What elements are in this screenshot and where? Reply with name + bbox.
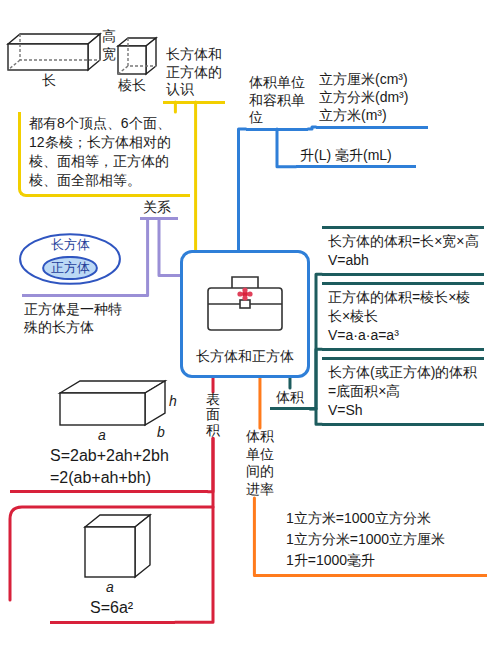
branch-topic: 体积单位间的进率 — [246, 428, 274, 498]
branch-connector — [212, 378, 215, 392]
node-text: 长方体和正方体 — [196, 347, 294, 365]
branch-connector — [254, 498, 282, 576]
set-ellipse: 正方体 — [42, 256, 98, 280]
node-text: V=a·a·a=a³ — [328, 326, 480, 345]
formula-box: 正方体的体积=棱长×棱长×棱长V=a·a·a=a³ — [322, 282, 484, 351]
branch-connector — [308, 127, 316, 129]
branch-connector — [310, 409, 322, 424]
dimension-label: a — [98, 427, 106, 444]
surface-cuboid-figure — [60, 381, 165, 425]
branch-topic: 体积 — [270, 388, 310, 410]
branch-connector — [174, 102, 177, 112]
node-text: 都有8个顶点、6个面、12条棱；长方体相对的棱、面相等，正方体的棱、面全部相等。 — [29, 114, 186, 190]
branch-connector — [288, 378, 291, 388]
note-block: 正方体是一种特殊的长方体 — [22, 294, 125, 336]
branch-topic: 体积单位和容积单位 — [246, 74, 308, 131]
node-text: 体积单位和容积单位 — [249, 74, 305, 127]
unit-list: 升(L) 毫升(mL) — [296, 146, 416, 168]
branch-connector — [310, 349, 322, 409]
node-text: 体积单位间的进率 — [246, 428, 274, 498]
node-text: S=6a² — [90, 598, 171, 619]
branch-connector — [194, 102, 197, 250]
unit-list: 立方厘米(cm³)立方分米(dm³)立方米(m³) — [316, 70, 428, 129]
branch-connector — [310, 274, 322, 408]
node-text: 立方分米(dm³) — [319, 88, 425, 106]
branch-topic: 长方体和正方体的认识 — [163, 46, 225, 104]
formula-box: 长方体(或正方体)的体积=底面积×高V=Sh — [322, 357, 484, 426]
node-text: 立方米(m³) — [319, 106, 425, 124]
branch-connector — [277, 129, 296, 167]
node-text: 正方体是一种特殊的长方体 — [24, 300, 123, 336]
branch-connector — [175, 438, 213, 622]
node-text: 1升=1000毫升 — [286, 550, 483, 571]
branch-topic: 表面积 — [206, 392, 220, 438]
branch-connector — [159, 219, 180, 276]
note-block: 都有8个顶点、6个面、12条棱；长方体相对的棱、面相等，正方体的棱、面全部相等。 — [18, 112, 190, 197]
formula-box: 长方体的体积=长×宽×高V=abh — [322, 226, 484, 276]
node-text: 正方体的体积=棱长×棱长×棱长 — [328, 288, 480, 326]
branch-connector — [239, 129, 247, 250]
branch-topic: 关系 — [140, 198, 178, 220]
node-text: 表面积 — [206, 392, 220, 438]
dimension-label: h — [169, 393, 177, 410]
formula-box: 1立方米=1000立方分米1立方分米=1000立方厘米1升=1000毫升 — [282, 508, 487, 577]
node-text: 长方体的体积=长×宽×高 — [328, 232, 480, 251]
node-text: S=2ab+2ah+2bh =2(ab+ah+bh) — [50, 445, 204, 488]
node-text: 体积 — [272, 388, 308, 406]
node-text: 长方体(或正方体)的体积=底面积×高 — [328, 363, 480, 401]
node-text: 长方体和正方体的认识 — [166, 46, 222, 99]
formula-box: S=6a² — [50, 598, 175, 624]
central-topic: 长方体和正方体 — [180, 250, 310, 378]
dimension-label: 长 — [42, 72, 56, 89]
node-text: 立方厘米(cm³) — [319, 70, 425, 88]
node-text: 1立方分米=1000立方厘米 — [286, 529, 483, 550]
cuboid-figure — [8, 34, 100, 70]
dimension-label: 宽 — [102, 46, 116, 63]
node-text: 正方体 — [42, 256, 98, 280]
dimension-label: a — [106, 579, 114, 596]
branch-connector — [125, 219, 148, 296]
branch-bracket — [10, 507, 213, 600]
node-text: 长方体 — [18, 237, 122, 254]
dimension-label: 棱长 — [118, 77, 146, 94]
branch-connector — [258, 378, 261, 428]
node-text: 1立方米=1000立方分米 — [286, 508, 483, 529]
dimension-label: 高 — [102, 28, 116, 45]
node-text: V=Sh — [328, 401, 480, 420]
cube-figure — [118, 38, 156, 74]
node-text: 关系 — [143, 198, 175, 216]
surface-cube-figure — [85, 515, 150, 577]
set-ellipse: 长方体正方体 — [18, 232, 122, 286]
toolbox-icon — [208, 277, 282, 330]
dimension-label: b — [157, 424, 165, 441]
formula-box: S=2ab+2ah+2bh =2(ab+ah+bh) — [10, 445, 208, 493]
node-text: 升(L) 毫升(mL) — [300, 146, 412, 164]
node-text: V=abh — [328, 251, 480, 270]
